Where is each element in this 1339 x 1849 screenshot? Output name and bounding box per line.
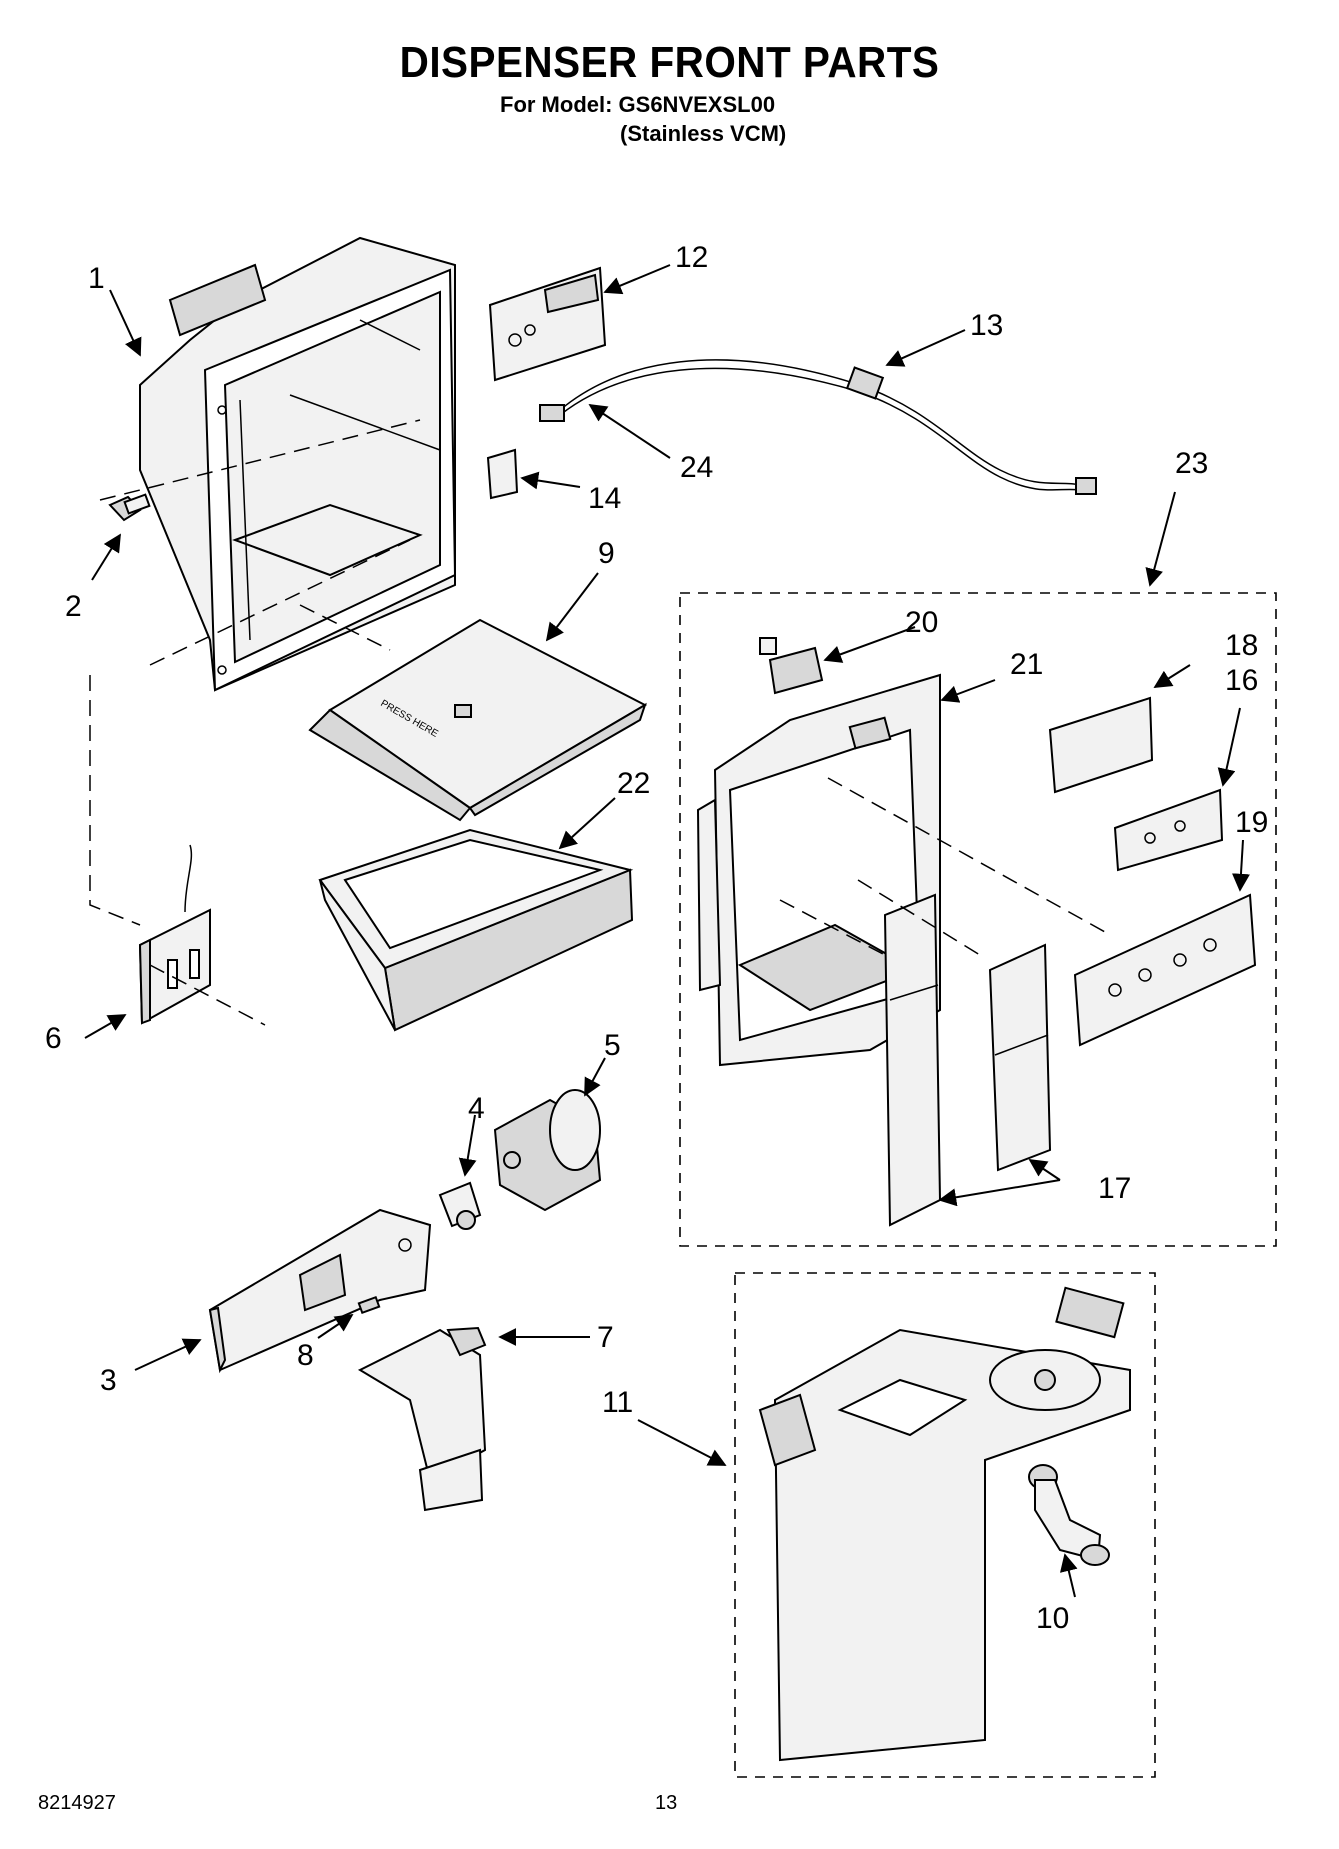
page-title: DISPENSER FRONT PARTS xyxy=(399,38,940,87)
callout-18: 18 xyxy=(1225,629,1258,662)
callout-3: 3 xyxy=(100,1364,117,1397)
callout-7: 7 xyxy=(597,1321,614,1354)
assembly-line-c xyxy=(89,675,141,926)
part-18-housing-board xyxy=(1048,696,1154,794)
callout-23: 23 xyxy=(1175,447,1208,480)
callout-11: 11 xyxy=(602,1386,633,1419)
assembly-line-h xyxy=(779,899,886,956)
assembly-line-f xyxy=(827,777,1106,933)
assembly-line-b xyxy=(149,539,411,666)
callout-13: 13 xyxy=(970,309,1003,342)
assembly-line-e xyxy=(299,604,391,651)
callout-19: 19 xyxy=(1235,806,1268,839)
callout-17: 17 xyxy=(1098,1172,1131,1205)
part-9-panel: PRESS HERE xyxy=(308,618,648,822)
part-11-chute xyxy=(758,1286,1131,1762)
assembly-box-23 xyxy=(679,592,1277,1247)
part-16-user-interface-board xyxy=(1113,788,1224,872)
part-20-sensor xyxy=(759,637,824,695)
part-1-housing xyxy=(139,236,457,692)
part-12-control-board xyxy=(488,266,607,382)
part-3-bracket xyxy=(208,1208,432,1374)
model-variant: (Stainless VCM) xyxy=(620,121,787,146)
callout-1: 1 xyxy=(88,262,105,295)
callout-22: 22 xyxy=(617,767,650,800)
part-8-pin xyxy=(357,1295,381,1315)
callout-10: 10 xyxy=(1036,1602,1069,1635)
callout-24: 24 xyxy=(680,451,713,484)
part-13-wire-harness xyxy=(539,359,1097,495)
part-21-dispenser-frame xyxy=(696,673,941,1067)
callout-20: 20 xyxy=(905,606,938,639)
callout-6: 6 xyxy=(45,1022,62,1055)
part-10-fitting xyxy=(1028,1464,1110,1566)
part-19-control-panel xyxy=(1073,893,1257,1047)
assembly-line-d xyxy=(149,964,266,1026)
callout-9: 9 xyxy=(598,537,615,570)
callout-16: 16 xyxy=(1225,664,1258,697)
callout-14: 14 xyxy=(588,482,621,515)
callout-5: 5 xyxy=(604,1029,621,1062)
part-4-actuator xyxy=(438,1181,482,1230)
callout-4: 4 xyxy=(468,1092,485,1125)
callout-8: 8 xyxy=(297,1339,314,1372)
part-5-motor xyxy=(493,1089,602,1212)
part-17-paddles xyxy=(883,893,1052,1227)
document-number: 8214927 xyxy=(38,1792,116,1814)
part-7-lever-arm xyxy=(357,1326,487,1512)
page-number: 13 xyxy=(655,1792,678,1814)
part-22-drip-tray xyxy=(318,828,634,1032)
callout-12: 12 xyxy=(675,241,708,274)
assembly-line-a xyxy=(99,419,421,501)
callout-21: 21 xyxy=(1010,648,1043,681)
model-number: For Model: GS6NVEXSL00 xyxy=(500,92,776,117)
callout-2: 2 xyxy=(65,590,82,623)
part-6-switch xyxy=(138,844,211,1025)
part-14-clip xyxy=(486,448,519,500)
assembly-box-11 xyxy=(734,1272,1156,1778)
part-2-screw xyxy=(108,493,151,522)
